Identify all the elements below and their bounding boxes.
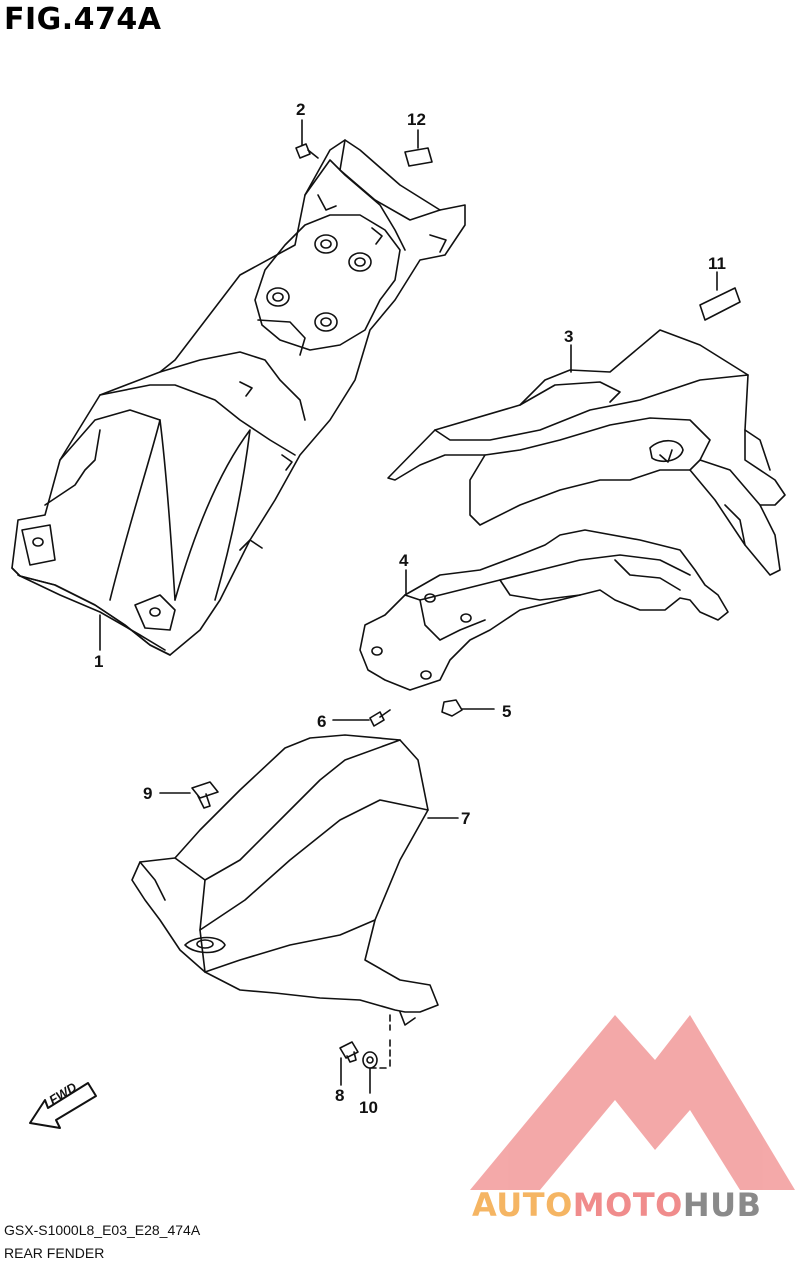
callout-10: 10 — [359, 1098, 378, 1117]
callout-6: 6 — [317, 712, 327, 731]
part-7-hugger — [131, 734, 459, 1069]
part-9-bolt — [159, 781, 219, 809]
callout-1: 1 — [94, 652, 104, 671]
part-2-screw — [295, 119, 319, 159]
watermark-auto: AUTO — [472, 1186, 573, 1224]
part-10-washer — [362, 1051, 378, 1094]
callout-9: 9 — [143, 784, 153, 803]
callout-11: 11 — [708, 254, 726, 273]
part-6-screw — [332, 709, 391, 727]
callout-12: 12 — [407, 110, 426, 129]
part-8-bolt — [339, 1041, 359, 1086]
watermark-hub: HUB — [682, 1186, 762, 1224]
part-5-bolt — [441, 699, 495, 717]
section-name: REAR FENDER — [4, 1245, 105, 1261]
callout-5: 5 — [502, 702, 512, 721]
watermark-moto: MOTO — [572, 1186, 683, 1224]
callout-2: 2 — [296, 100, 306, 119]
callout-7: 7 — [461, 809, 471, 828]
callout-3: 3 — [564, 327, 574, 346]
callout-8: 8 — [335, 1086, 345, 1105]
part-3-tail-cover — [387, 329, 786, 576]
figure-title: FIG.474A — [4, 2, 162, 37]
part-11-label — [699, 271, 741, 321]
triangle-logo-icon — [470, 1015, 795, 1190]
model-code: GSX-S1000L8_E03_E28_474A — [4, 1222, 201, 1238]
part-4-bracket — [359, 529, 729, 691]
arrow-left-down-icon — [29, 1082, 97, 1129]
part-1-inner-fender — [11, 139, 466, 656]
part-12-label — [404, 129, 433, 167]
watermark-text: AUTOMOTOHUB — [472, 1186, 762, 1224]
callout-4: 4 — [399, 551, 409, 570]
